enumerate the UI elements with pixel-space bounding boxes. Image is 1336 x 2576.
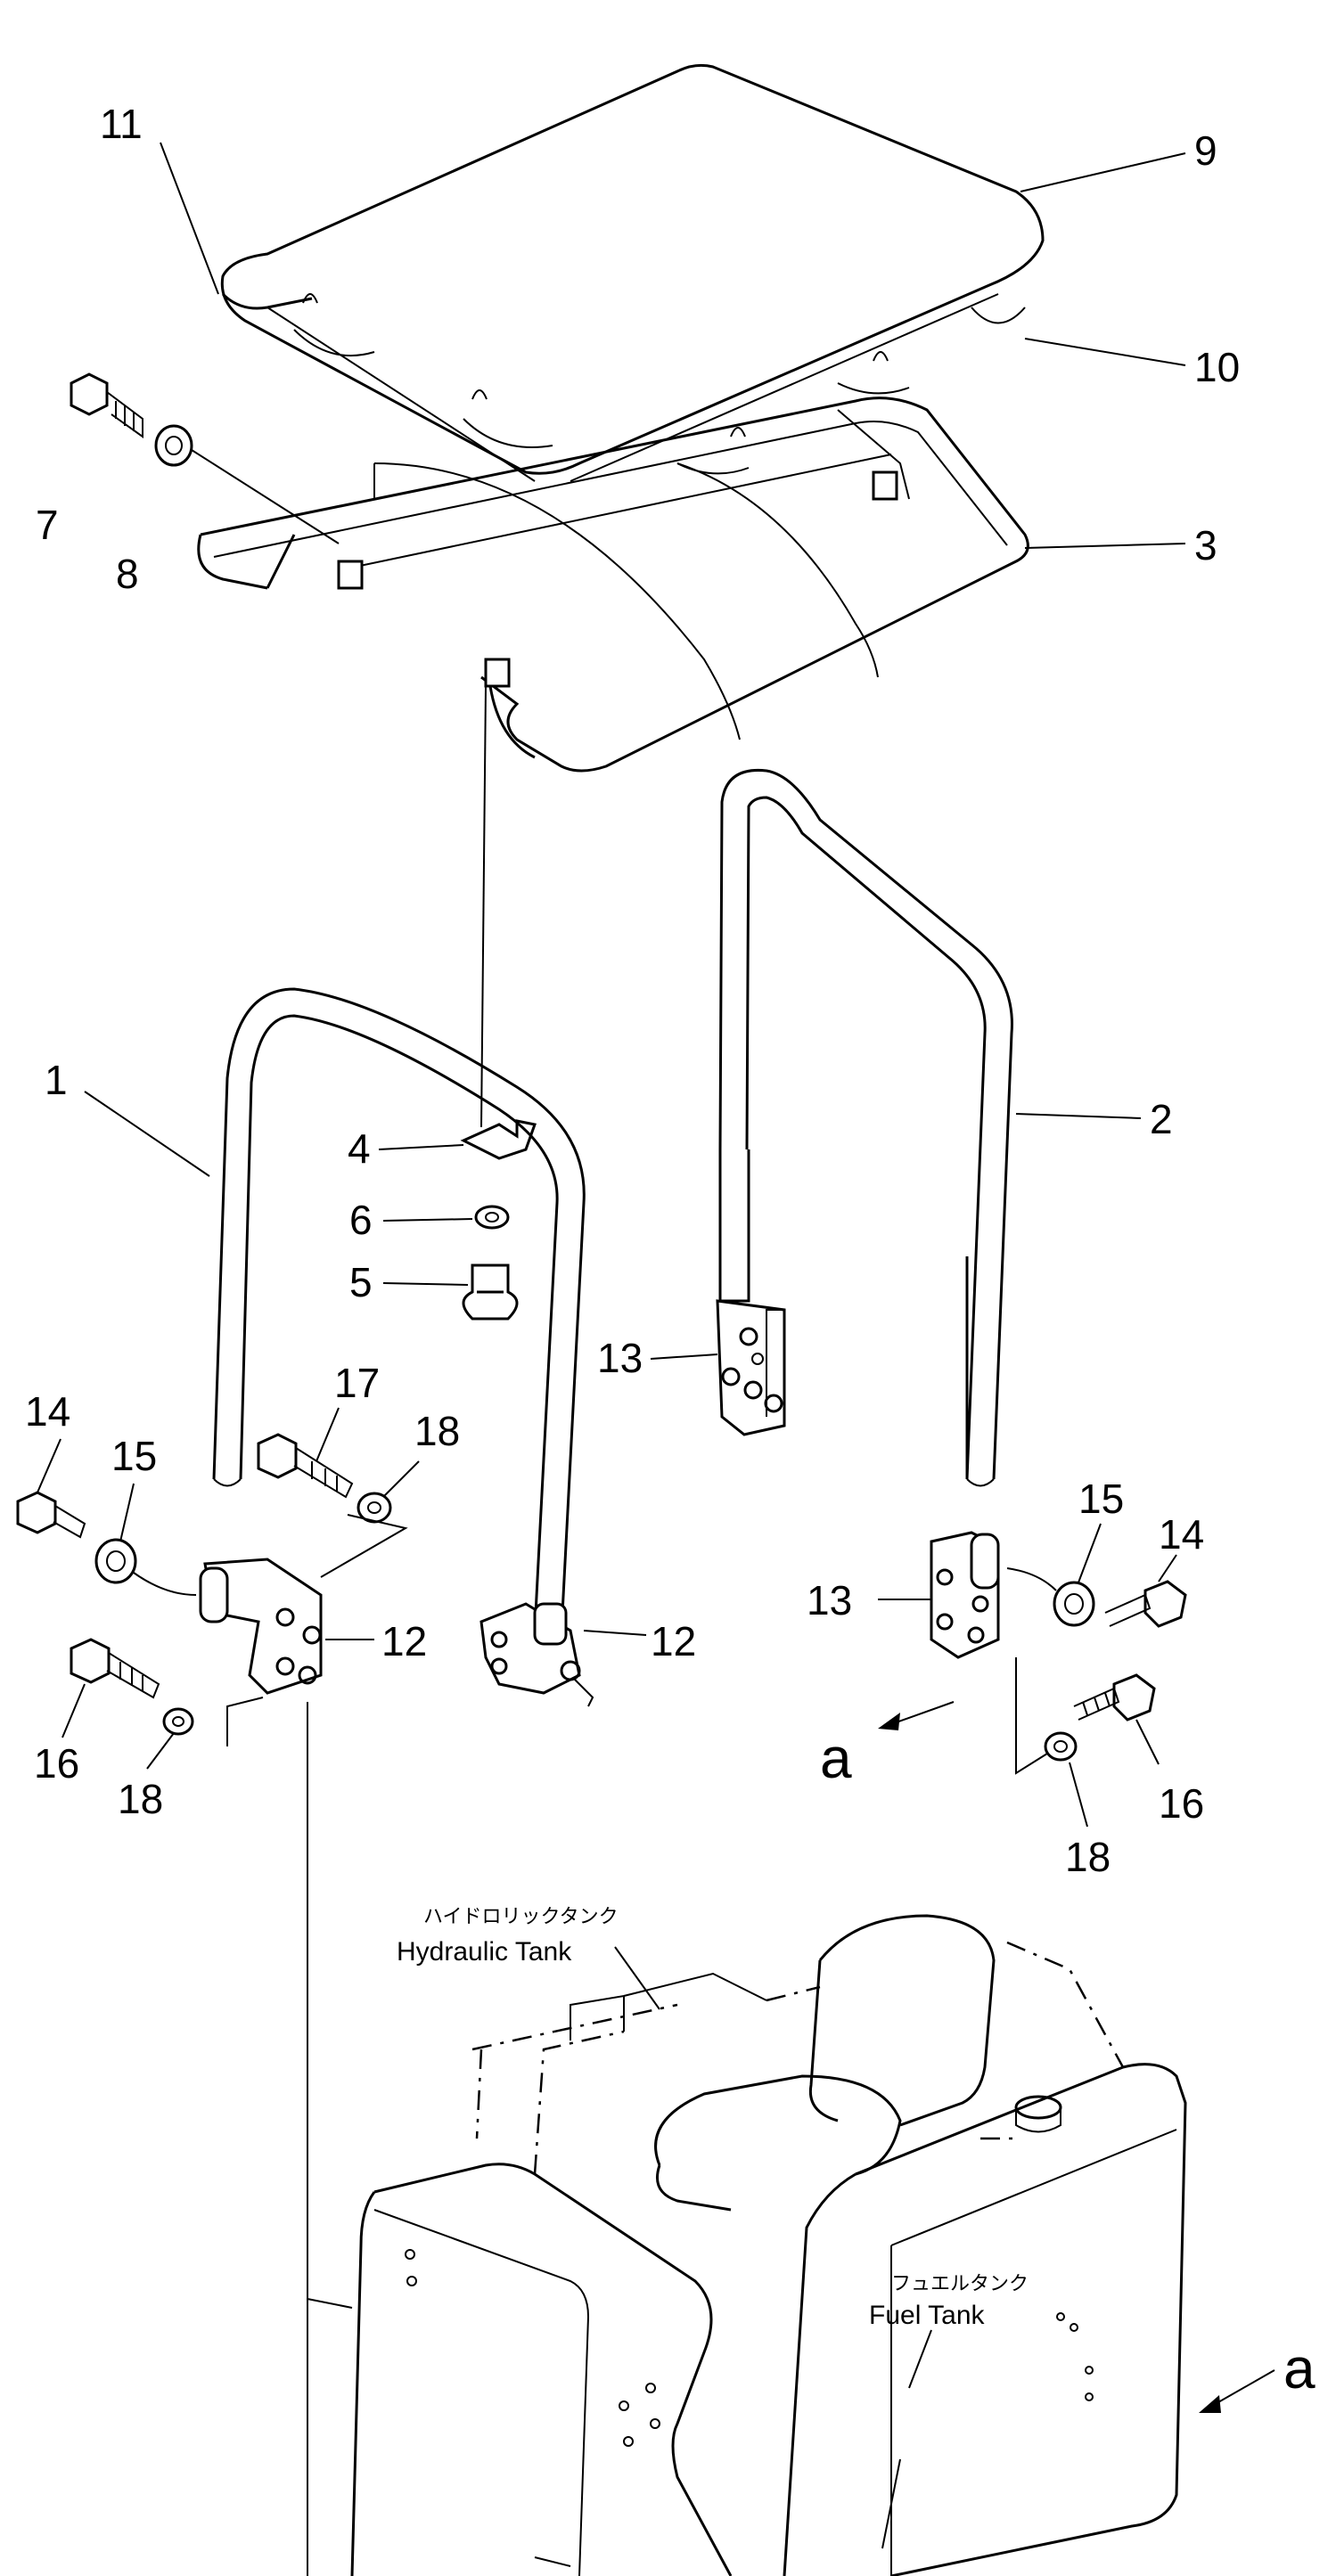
bracket-4	[460, 1119, 537, 1160]
leader-lines	[37, 142, 1186, 2389]
view-ref-a-right: a	[1283, 2336, 1316, 2400]
machine-body	[350, 1914, 1187, 2576]
part-label-14-right: 14	[1159, 1511, 1204, 1558]
left-roll-bar-pipe	[212, 987, 586, 1631]
part-label-18-right: 18	[1065, 1834, 1111, 1880]
part-label-18-left: 18	[118, 1776, 163, 1822]
part-label-5: 5	[349, 1259, 373, 1305]
part-label-14-left: 14	[25, 1388, 70, 1435]
bolt-17	[257, 1433, 354, 1499]
washer-18-upper	[357, 1492, 392, 1524]
part-label-15-left: 15	[111, 1433, 157, 1479]
washer-18-left	[162, 1707, 194, 1736]
part-label-16-right: 16	[1159, 1780, 1204, 1827]
part-label-12-center: 12	[651, 1618, 696, 1664]
part-label-1: 1	[45, 1057, 68, 1103]
hydraulic-tank-label-jp: ハイドロリックタンク	[423, 1906, 619, 1928]
washer-18-right	[1044, 1731, 1078, 1762]
part-label-8: 8	[116, 551, 139, 597]
part-label-9: 9	[1194, 127, 1217, 174]
canopy-roof-panel	[220, 63, 1045, 482]
washer-6	[474, 1205, 510, 1230]
right-roll-bar-pipe	[718, 768, 1013, 1487]
fuel-tank-label-jp: フュエルタンク	[891, 2273, 1029, 2295]
nut-15-right	[1053, 1581, 1095, 1627]
part-label-6: 6	[349, 1197, 373, 1243]
view-ref-a-left: a	[820, 1726, 852, 1790]
part-label-12-left: 12	[381, 1618, 427, 1664]
bolt-14-left	[16, 1491, 86, 1539]
part-label-18-upper: 18	[414, 1408, 460, 1454]
nut-15-left	[94, 1538, 137, 1584]
part-label-13-lower: 13	[807, 1577, 852, 1623]
bracket-13-upper	[716, 1299, 786, 1436]
view-arrow-a-right	[1199, 2369, 1275, 2413]
part-label-2: 2	[1150, 1096, 1173, 1142]
part-label-10: 10	[1194, 344, 1240, 390]
bracket-12-center	[479, 1602, 594, 1707]
bolt-7	[70, 372, 143, 438]
canopy-frame	[197, 397, 1029, 773]
part-label-4: 4	[348, 1125, 371, 1172]
part-label-11: 11	[100, 101, 143, 147]
part-label-13-upper: 13	[597, 1335, 643, 1381]
hydraulic-tank-label-en: Hydraulic Tank	[397, 1937, 572, 1967]
bracket-12-left	[199, 1558, 323, 1695]
bolt-16-right	[1073, 1673, 1156, 1721]
bracket-13-lower	[930, 1531, 1000, 1659]
fuel-tank-label-en: Fuel Tank	[869, 2301, 986, 2330]
part-label-3: 3	[1194, 522, 1217, 568]
part-label-17: 17	[334, 1360, 380, 1406]
bolt-14-right	[1104, 1580, 1187, 1628]
washer-8	[154, 424, 193, 467]
part-label-7: 7	[36, 502, 59, 548]
part-label-15-right: 15	[1078, 1476, 1124, 1522]
view-arrow-a-left	[878, 1701, 955, 1730]
part-label-16-left: 16	[34, 1740, 79, 1787]
bolt-16-left	[70, 1638, 160, 1699]
bolt-5	[462, 1263, 519, 1321]
